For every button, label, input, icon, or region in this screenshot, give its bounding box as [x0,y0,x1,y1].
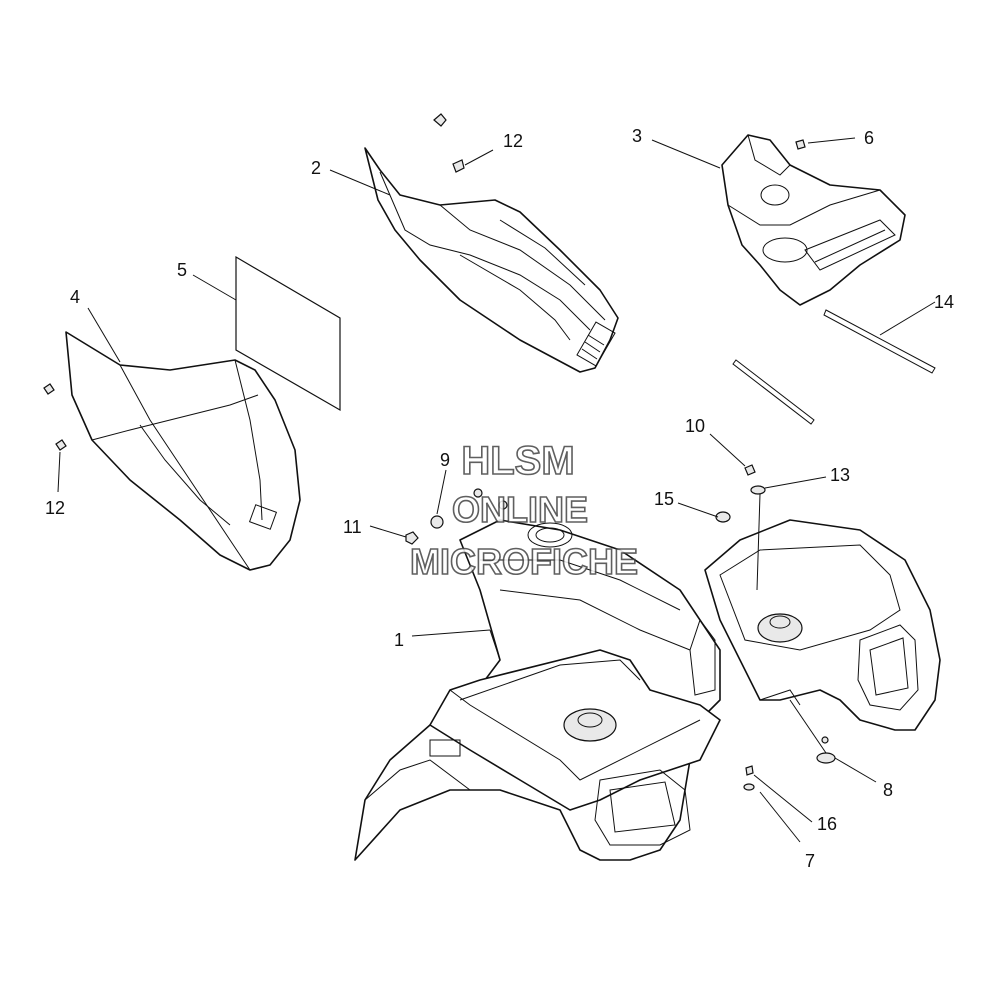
washer-7 [743,783,755,791]
callout-2: 2 [311,158,321,178]
callout-7: 7 [805,851,815,871]
callout-11: 11 [343,517,362,537]
callout-3: 3 [632,126,642,146]
callout-14: 14 [934,292,954,312]
part-1-right-fender [704,519,941,731]
clip-12-left-b [55,439,67,451]
hardware [43,113,836,791]
screw-10 [744,464,756,476]
callout-1: 1 [394,630,404,650]
leader-lines [57,137,936,843]
callout-16: 16 [817,814,837,834]
callout-4: 4 [70,287,80,307]
callout-15: 15 [654,489,674,509]
callout-labels: 1 2 3 4 5 6 7 8 9 10 11 12 12 13 14 15 1… [45,126,954,871]
fastener-9 [430,515,444,529]
washer-8 [816,752,836,764]
screw-8 [821,736,829,744]
part-3-front-cover [721,134,906,306]
watermark-line-2: ONLINE [452,489,588,530]
callout-12-top: 12 [503,131,523,151]
clip-12-top-a [433,113,447,127]
screw-6 [795,139,806,150]
callout-10: 10 [685,416,705,436]
callout-8: 8 [883,780,893,800]
callout-9: 9 [440,450,450,470]
grommet-15 [715,511,731,523]
callout-13: 13 [830,465,850,485]
watermark: HLSM ONLINE MICROFICHE [409,438,639,583]
watermark-line-3: MICROFICHE [410,541,638,582]
screw-16 [745,765,754,776]
part-14-rods [732,309,936,425]
callout-6: 6 [864,128,874,148]
washer-13 [750,485,766,495]
callout-12-left: 12 [45,498,65,518]
part-1-front-fender [354,519,721,861]
nut-11 [405,531,419,545]
clip-12-top-b [452,159,465,173]
clip-12-left-a [43,383,55,395]
callout-5: 5 [177,260,187,280]
watermark-line-1: HLSM [461,439,574,483]
fastener-9c [498,500,508,510]
part-5-decal-sheet [235,255,341,412]
fastener-9b [473,488,483,498]
part-4-left-panel [65,331,301,571]
part-2-side-panel [364,147,619,373]
